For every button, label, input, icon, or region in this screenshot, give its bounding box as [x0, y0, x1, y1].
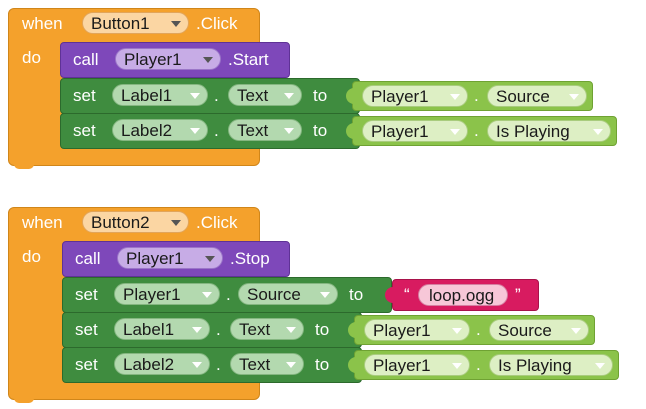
chevron-down-icon [450, 129, 460, 135]
property-dropdown-isplaying[interactable]: Is Playing [489, 354, 613, 376]
open-quote-glyph: “ [404, 285, 410, 304]
property-dropdown-source[interactable]: Source [489, 319, 589, 341]
chevron-down-icon [202, 292, 212, 298]
close-quote-glyph: ” [515, 285, 521, 304]
chevron-down-icon [171, 21, 181, 27]
dot-separator: . [216, 320, 221, 339]
event-click-label: .Click [196, 14, 238, 33]
socket-nub [348, 322, 356, 338]
chevron-down-icon [203, 57, 213, 63]
component-dropdown-label2[interactable]: Label2 [112, 119, 208, 141]
component-dropdown-player1[interactable]: Player1 [115, 48, 221, 70]
socket-nub [348, 357, 356, 373]
component-dropdown-label1[interactable]: Label1 [114, 318, 210, 340]
property-dropdown-source[interactable]: Source [487, 85, 587, 107]
component-dropdown-player1[interactable]: Player1 [117, 247, 223, 269]
set-keyword: set [75, 355, 98, 374]
component-dropdown-player1[interactable]: Player1 [364, 354, 470, 376]
chevron-down-icon [452, 363, 462, 369]
dot-separator: . [216, 355, 221, 374]
socket-nub [346, 88, 354, 104]
chevron-down-icon [595, 363, 605, 369]
set-keyword: set [73, 121, 96, 140]
chevron-down-icon [286, 327, 296, 333]
text-value-field[interactable]: loop.ogg [418, 284, 508, 306]
chevron-down-icon [284, 93, 294, 99]
dot-separator: . [214, 86, 219, 105]
component-dropdown-player1[interactable]: Player1 [362, 85, 468, 107]
component-dropdown-button2[interactable]: Button2 [82, 211, 189, 233]
chevron-down-icon [171, 220, 181, 226]
property-dropdown-text[interactable]: Text [230, 318, 304, 340]
property-dropdown-text[interactable]: Text [228, 119, 302, 141]
call-keyword: call [73, 50, 99, 69]
component-dropdown-player1[interactable]: Player1 [364, 319, 470, 341]
chevron-down-icon [452, 328, 462, 334]
to-keyword: to [313, 86, 328, 105]
set-label1-text-block[interactable] [62, 312, 362, 348]
dot-separator: . [474, 121, 479, 140]
dot-separator: . [474, 86, 479, 105]
to-keyword: to [349, 285, 364, 304]
dot-separator: . [476, 320, 481, 339]
set-keyword: set [75, 320, 98, 339]
socket-nub [346, 123, 354, 139]
component-dropdown-label1[interactable]: Label1 [112, 84, 208, 106]
method-start-label: .Start [228, 50, 269, 69]
to-keyword: to [315, 355, 330, 374]
dot-separator: . [214, 121, 219, 140]
to-keyword: to [313, 121, 328, 140]
component-dropdown-button1[interactable]: Button1 [82, 12, 189, 34]
set-label2-text-block[interactable] [60, 113, 360, 149]
chevron-down-icon [205, 256, 215, 262]
do-keyword: do [22, 48, 41, 67]
chevron-down-icon [320, 292, 330, 298]
dot-separator: . [226, 285, 231, 304]
event1-bottom-notch [14, 164, 34, 169]
dot-separator: . [476, 355, 481, 374]
component-dropdown-player1[interactable]: Player1 [114, 283, 220, 305]
chevron-down-icon [593, 129, 603, 135]
set-label2-text-block[interactable] [62, 347, 362, 383]
property-dropdown-text[interactable]: Text [230, 353, 304, 375]
component-dropdown-player1[interactable]: Player1 [362, 120, 468, 142]
chevron-down-icon [190, 128, 200, 134]
chevron-down-icon [192, 327, 202, 333]
chevron-down-icon [569, 94, 579, 100]
chevron-down-icon [190, 93, 200, 99]
chevron-down-icon [571, 328, 581, 334]
set-keyword: set [75, 285, 98, 304]
property-dropdown-text[interactable]: Text [228, 84, 302, 106]
chevron-down-icon [450, 94, 460, 100]
socket-nub [385, 287, 393, 303]
when-keyword: when [22, 213, 63, 232]
component-dropdown-label2[interactable]: Label2 [114, 353, 210, 375]
chevron-down-icon [286, 362, 296, 368]
set-keyword: set [73, 86, 96, 105]
do-keyword: do [22, 247, 41, 266]
event-click-label: .Click [196, 213, 238, 232]
method-stop-label: .Stop [230, 249, 270, 268]
chevron-down-icon [284, 128, 294, 134]
property-dropdown-isplaying[interactable]: Is Playing [487, 120, 611, 142]
call-keyword: call [75, 249, 101, 268]
chevron-down-icon [192, 362, 202, 368]
property-dropdown-source[interactable]: Source [238, 283, 338, 305]
event2-bottom-notch [14, 398, 34, 403]
when-keyword: when [22, 14, 63, 33]
to-keyword: to [315, 320, 330, 339]
